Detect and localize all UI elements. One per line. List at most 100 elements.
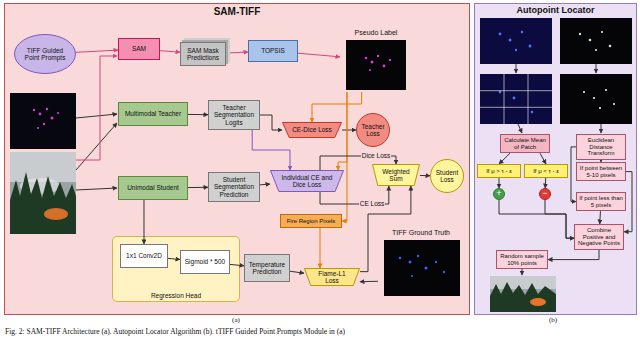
heat-dot: [424, 266, 427, 269]
heat-dot: [39, 113, 42, 116]
box-label: Sigmoid * 500: [185, 258, 225, 265]
patch-grid-image: [480, 74, 552, 124]
panel-ground: [4, 3, 470, 315]
fire: [530, 298, 546, 306]
heat-dot: [531, 111, 534, 114]
loss-trapezoid: Flame-L1 Loss: [304, 268, 360, 286]
loss-trapezoid: CE-Dice Loss: [282, 122, 342, 138]
thermal-image: [10, 93, 76, 149]
box-label: CE-Dice Loss: [292, 126, 332, 133]
condition-box: If point less than 5 pixels: [576, 192, 626, 211]
heat-dots: [399, 255, 445, 277]
output-box: Teacher Segmentation Logits: [208, 100, 260, 130]
input-arrow: [596, 64, 597, 73]
heat-dot: [443, 271, 445, 273]
model-box: SAM: [118, 38, 160, 60]
process-box: Calculate Mean of Patch: [500, 134, 550, 153]
output-box: Temperature Prediction: [244, 254, 290, 282]
heat-dot: [33, 109, 35, 111]
layer-box: 1x1 Conv2D: [120, 244, 168, 268]
process-box: Euclidean Distance Transform: [576, 134, 626, 160]
point-dot: [613, 103, 615, 105]
sky: [10, 152, 76, 182]
ellipse-outline: [431, 160, 464, 193]
panel: Calculate Mean of PatchIf μ > τ - εIf μ …: [474, 3, 637, 315]
heat-dot: [589, 39, 592, 42]
trees: [490, 282, 556, 312]
heat-dot: [369, 69, 371, 71]
grid-line: [480, 90, 552, 91]
heat-dot: [389, 59, 391, 61]
heat-dot: [529, 45, 532, 48]
heat-dots: [499, 31, 532, 52]
input-arrow: [76, 114, 117, 118]
trapezoid-outline: [373, 165, 420, 186]
sign-circle: −: [539, 188, 551, 200]
heat-dot: [409, 261, 412, 264]
ellipse-outline: [540, 189, 551, 200]
process-box: Combine Positive and Negative Points: [574, 224, 624, 250]
heat-dot: [601, 31, 603, 33]
ellipse-outline: [15, 35, 76, 74]
panel-ground: [474, 3, 637, 315]
fire: [44, 208, 68, 220]
heat-dots: [365, 55, 391, 71]
condition-box: If μ > τ - ε: [477, 164, 521, 178]
connector: [599, 211, 601, 224]
points-image: [560, 74, 632, 124]
connector: [188, 114, 208, 115]
box-label: +: [496, 189, 501, 199]
connector: [548, 250, 599, 260]
connector: [298, 53, 340, 57]
model-box: Unimodal Student: [118, 176, 188, 200]
edge-label: CE Loss: [359, 200, 386, 207]
mask-box: Fire Region Pixels: [280, 214, 342, 228]
loss-circle: Student Loss: [430, 159, 464, 193]
box-label: Weighted Sum: [380, 168, 412, 182]
sum-trapezoid: Weighted Sum: [372, 164, 420, 186]
heat-dot: [399, 257, 402, 260]
trapezoid-outline: [283, 123, 342, 138]
ellipse-outline: [357, 114, 390, 147]
connector: [260, 115, 282, 130]
image-heading: TIFF Ground Truth: [378, 228, 464, 300]
trapezoid-outline: [305, 269, 360, 286]
patch-grid: [480, 74, 552, 124]
box-label: SAM: [132, 45, 146, 52]
model-box: Multimodal Teacher: [118, 102, 188, 126]
point-dot: [583, 91, 585, 93]
trees: [10, 172, 76, 234]
heat-dot: [499, 91, 502, 94]
heat-dot: [371, 61, 374, 64]
heat-dots: [579, 31, 612, 51]
box-label: Calculate Mean of Patch: [503, 137, 547, 150]
input-arrow: [516, 64, 517, 73]
box-label: TIFF Guided Point Prompts: [23, 47, 67, 61]
module-region: 1x1 Conv2DSigmoid * 500Regression Head: [112, 236, 240, 302]
heat-dot: [521, 31, 524, 34]
connector: [319, 228, 320, 268]
loss-trapezoid: Individual CE and Dice Loss: [270, 170, 344, 192]
process-box: Random sample 10% points: [496, 250, 548, 269]
box-label: TOPSIS: [261, 47, 285, 54]
heat-dot: [579, 33, 581, 35]
heat-dots: [33, 108, 59, 129]
grid-line: [528, 74, 529, 124]
output-box: Student Segmentation Prediction: [208, 172, 260, 202]
box-label: Individual CE and Dice Loss: [278, 174, 336, 188]
panel-letter: (a): [232, 317, 240, 325]
mask-stack: SAM Mask Predictions: [180, 42, 226, 66]
condition-box: If point between 5-10 pixels: [576, 162, 626, 181]
box-label: Multimodal Teacher: [125, 110, 181, 117]
input-arrow: [518, 124, 522, 133]
ranking-box: TOPSIS: [248, 40, 298, 62]
box-label: 1x1 Conv2D: [126, 252, 162, 259]
sign-circle: +: [493, 188, 505, 200]
panel: TIFF Guided Point Prompts SAM SAM Mask Pre…: [4, 3, 470, 315]
ground-truth-image: [384, 240, 460, 296]
heat-dot: [609, 45, 612, 48]
box-label: Euclidean Distance Transform: [579, 137, 623, 157]
connector: [360, 186, 411, 272]
thermal-image: [480, 18, 552, 64]
box-label: Student Loss: [433, 169, 461, 183]
